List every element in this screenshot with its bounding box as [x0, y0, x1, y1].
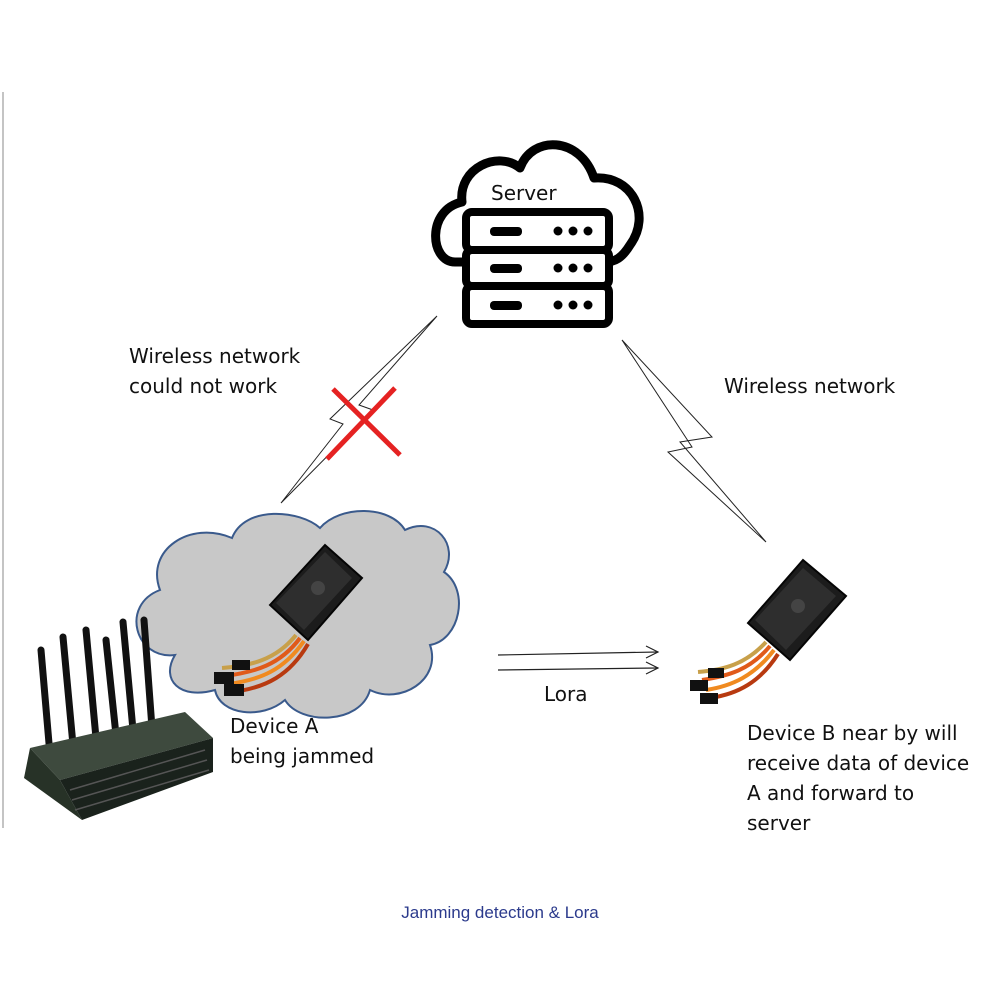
device-a-label: Device A being jammed: [230, 711, 374, 771]
server-label: Server: [491, 181, 557, 205]
signal-jammer-icon: [24, 616, 213, 820]
device-b-label-line-4: server: [747, 811, 811, 835]
device-b-tracker-icon: [690, 558, 848, 704]
broken-link-label-line-1: Wireless network: [129, 344, 301, 368]
device-b-label-line-2: receive data of device: [747, 751, 970, 775]
lora-label: Lora: [544, 682, 588, 706]
figure-caption: Jamming detection & Lora: [401, 903, 599, 922]
broken-link-label: Wireless network could not work: [129, 341, 300, 401]
device-a-label-line-2: being jammed: [230, 744, 375, 768]
wireless-link-ok: [621, 339, 767, 543]
device-b-label: Device B near by will receive data of de…: [747, 718, 969, 838]
server-cloud-icon: [431, 140, 644, 267]
device-b-label-line-3: A and forward to: [747, 781, 915, 805]
no-signal-cross-icon: [325, 386, 402, 461]
broken-link-label-line-2: could not work: [129, 374, 278, 398]
ok-link-label: Wireless network: [724, 374, 896, 398]
server-rack-icon: [462, 208, 613, 328]
wireless-link-broken: [280, 315, 438, 504]
device-a-tracker-icon: [214, 543, 364, 696]
lora-link-arrows: [497, 645, 660, 675]
device-b-label-line-1: Device B near by will: [747, 721, 958, 745]
device-a-label-line-1: Device A: [230, 714, 319, 738]
